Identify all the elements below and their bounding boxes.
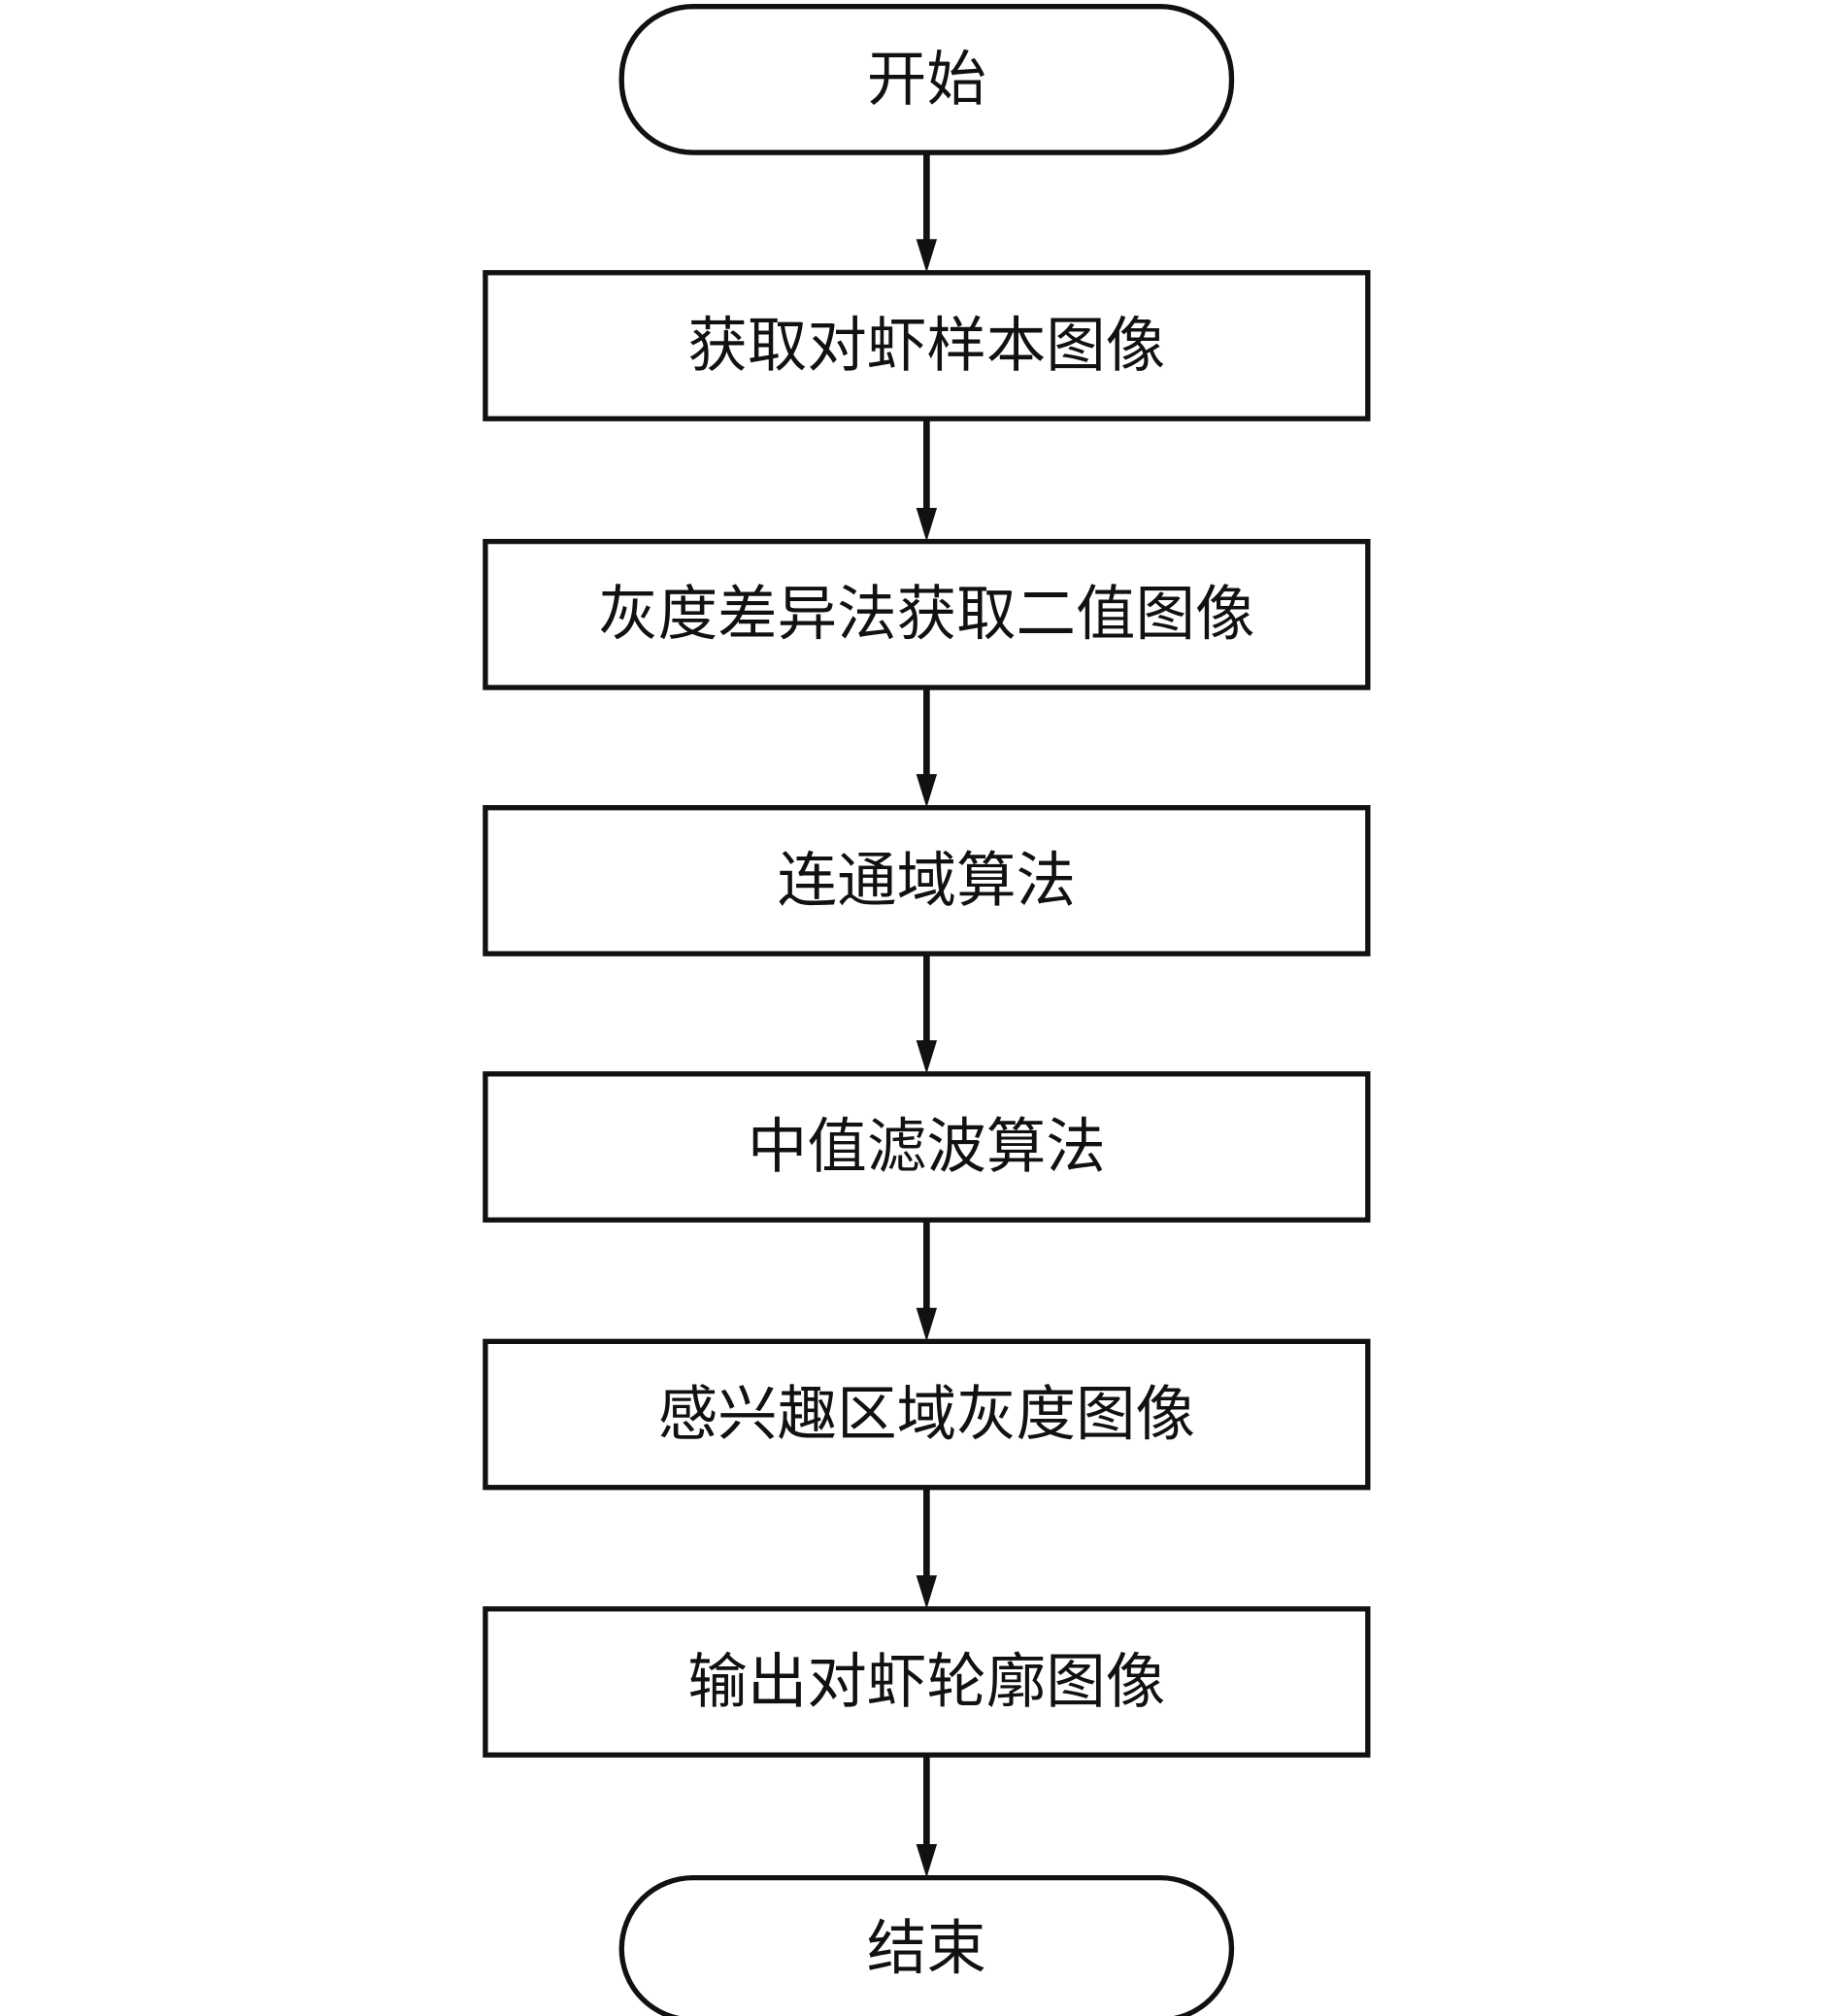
node-label: 感兴趣区域灰度图像 [658,1380,1195,1449]
arrowhead-icon [916,774,938,808]
arrowhead-icon [916,1307,938,1342]
process-step-2: 灰度差异法获取二值图像 [483,538,1371,690]
arrowhead-icon [916,1844,938,1878]
terminator-shape [618,3,1235,155]
process-box [483,1338,1371,1491]
process-box [483,1606,1371,1758]
process-step-5: 感兴趣区域灰度图像 [483,1338,1371,1491]
arrowhead-icon [916,1575,938,1609]
end-node: 结束 [618,1874,1235,2016]
node-label: 中值滤波算法 [748,1113,1106,1182]
node-label: 获取对虾样本图像 [687,312,1165,381]
process-box [483,805,1371,957]
arrowhead-icon [916,1040,938,1074]
arrowhead-icon [916,239,938,273]
process-box [483,1071,1371,1223]
start-node: 开始 [618,3,1235,155]
process-step-6: 输出对虾轮廓图像 [483,1606,1371,1758]
node-label: 灰度差异法获取二值图像 [598,580,1254,649]
arrowhead-icon [916,507,938,542]
process-box [483,270,1371,421]
process-step-1: 获取对虾样本图像 [483,270,1371,421]
process-step-4: 中值滤波算法 [483,1071,1371,1223]
process-step-3: 连通域算法 [483,805,1371,957]
node-label: 结束 [867,1914,986,1983]
node-label: 连通域算法 [778,846,1076,915]
terminator-shape [618,1874,1235,2016]
node-label: 开始 [867,45,986,114]
node-label: 输出对虾轮廓图像 [687,1648,1165,1717]
